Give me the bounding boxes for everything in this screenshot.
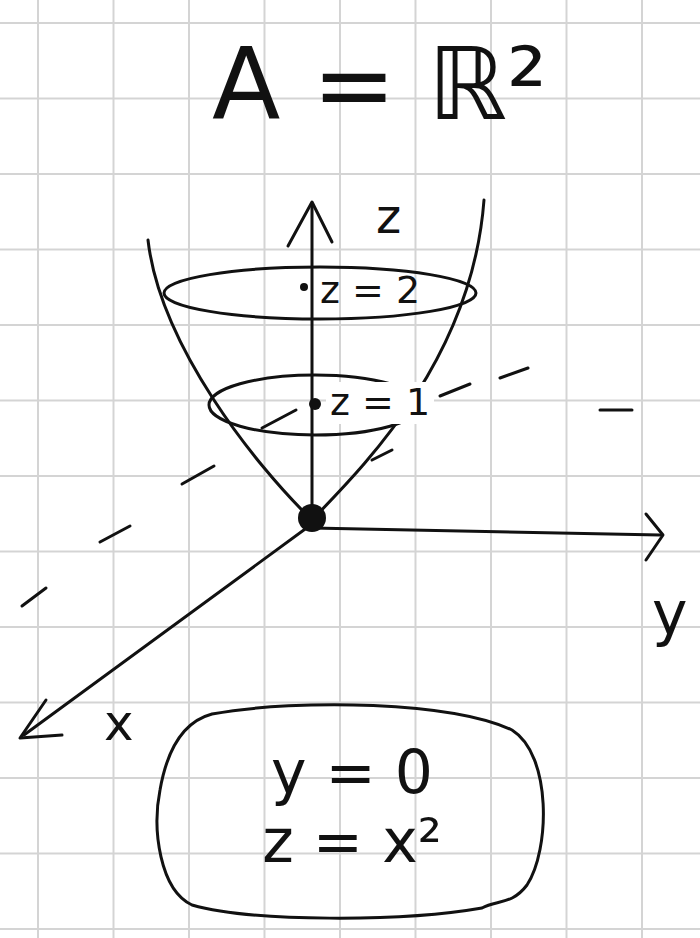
x-arrowhead (20, 700, 62, 738)
axis-label: y (652, 580, 688, 646)
level-label: z = 1 (326, 382, 434, 424)
axis-label: z (376, 190, 401, 243)
x-axis (24, 524, 312, 735)
center-dot (300, 283, 308, 291)
y-axis (312, 528, 660, 535)
z-axis (311, 204, 314, 520)
axis-label: x (104, 696, 134, 751)
equation-text: y = 0 (152, 738, 552, 807)
y-arrowhead (646, 514, 663, 560)
z-arrowhead (288, 202, 332, 246)
level-curve (164, 267, 476, 319)
blob-content: y = 0z = x² (152, 700, 552, 906)
dashed-guide (22, 368, 632, 606)
equation-text: z = x² (152, 807, 552, 876)
level-label: z = 2 (320, 270, 420, 312)
equation-blob: y = 0z = x² (152, 700, 552, 922)
title-formula: A = ℝ² (212, 30, 547, 140)
paraboloid-surface (148, 200, 484, 520)
center-dot (309, 398, 321, 410)
origin-dot (298, 504, 326, 532)
